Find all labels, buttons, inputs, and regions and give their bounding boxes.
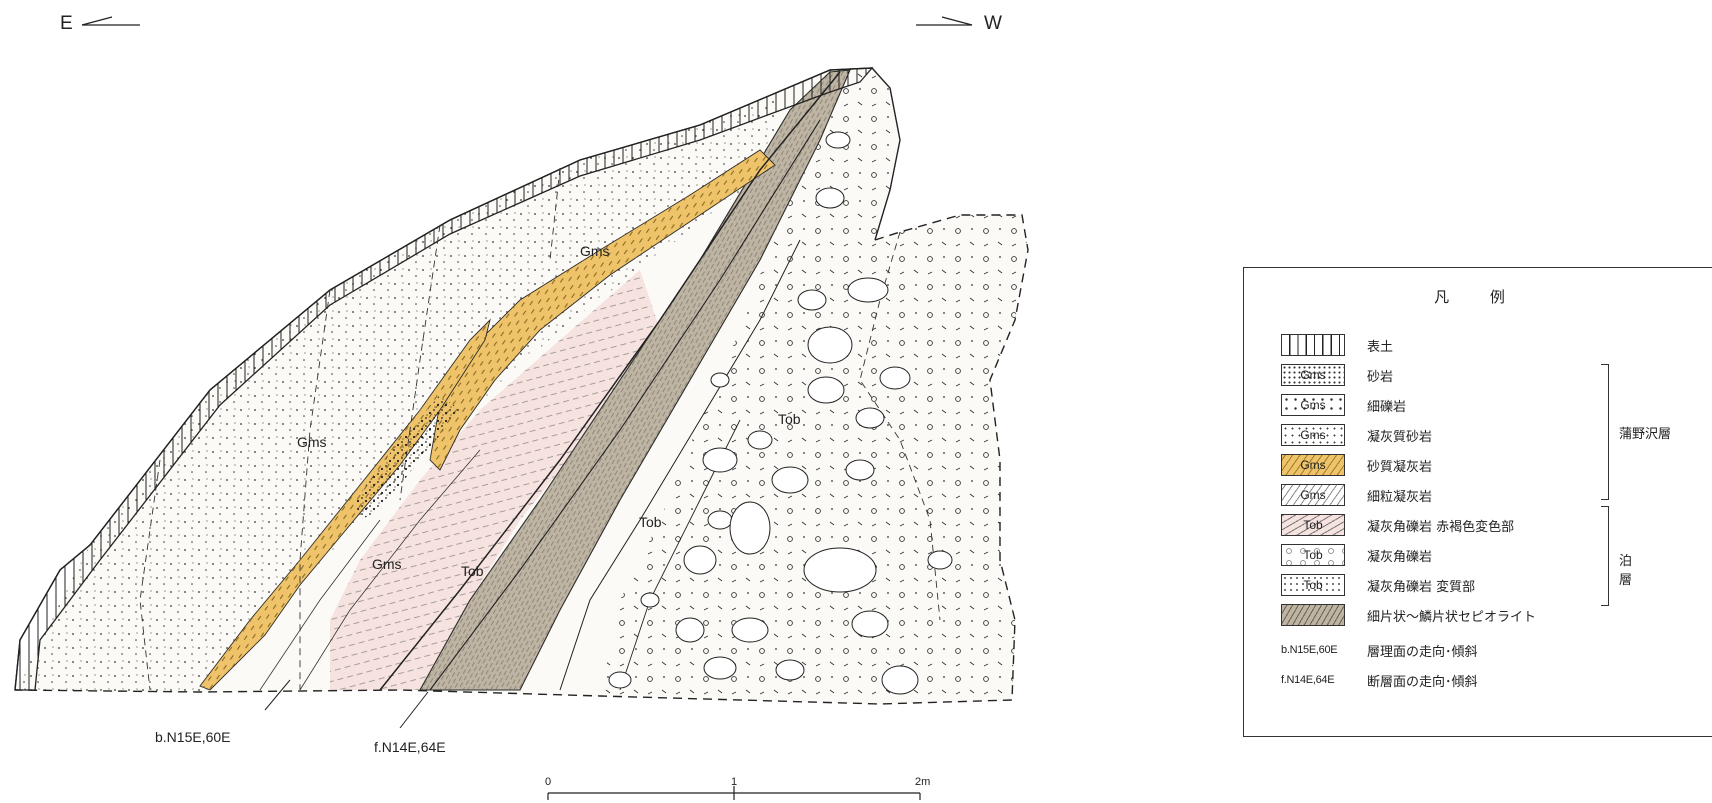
- scale-tick-1: 1: [731, 776, 738, 788]
- sandy-tuff-swatch: Gms: [1281, 454, 1345, 476]
- legend-item-tuff-breccia-reddish: Tob 凝灰角礫岩 赤褐色変色部: [1281, 513, 1514, 537]
- legend-item-fine-tuff: Gms 細粒凝灰岩: [1281, 483, 1432, 507]
- sandstone-swatch: Gms: [1281, 364, 1345, 386]
- gms-sandstone-zone: [15, 95, 780, 692]
- legend-item-tuffaceous-sandstone: Gms 凝灰質砂岩: [1281, 423, 1432, 447]
- group-bracket-kamanosawa: [1601, 364, 1609, 500]
- fine-conglomerate-swatch: Gms: [1281, 394, 1345, 416]
- legend-label: 凝灰角礫岩 赤褐色変色部: [1367, 519, 1515, 535]
- legend-label: 凝灰角礫岩: [1367, 549, 1433, 565]
- sepiolite-swatch: [1281, 604, 1345, 626]
- legend-label: 断層面の走向･傾斜: [1367, 674, 1478, 690]
- fine-tuff-swatch: Gms: [1281, 484, 1345, 506]
- group-bracket-tomari: [1601, 506, 1609, 606]
- tob-label-2: Tob: [639, 514, 662, 530]
- legend-item-sepiolite: 細片状～鱗片状セピオライト: [1281, 603, 1536, 627]
- scale-tick-2: 2m: [915, 776, 931, 788]
- legend-label: 凝灰質砂岩: [1367, 429, 1433, 445]
- legend-item-topsoil: 表土: [1281, 333, 1393, 357]
- legend-item-fault: f.N14E,64E 断層面の走向･傾斜: [1281, 668, 1478, 692]
- legend-title: 凡 例: [1434, 288, 1523, 306]
- legend-label: 細片状～鱗片状セピオライト: [1367, 609, 1537, 625]
- legend-label: 表土: [1367, 339, 1394, 355]
- reddish-altered-zone: [330, 270, 660, 690]
- legend-item-bedding: b.N15E,60E 層理面の走向･傾斜: [1281, 638, 1478, 662]
- bedding-annotation: b.N15E,60E: [155, 729, 231, 745]
- legend-item-tuff-breccia: Tob 凝灰角礫岩: [1281, 543, 1432, 567]
- gms-label-1: Gms: [297, 434, 327, 450]
- topsoil-swatch: [1281, 334, 1345, 356]
- group-label-tomari: 泊 層: [1619, 554, 1659, 588]
- tob-label-3: Tob: [778, 411, 801, 427]
- west-label: W: [984, 13, 1002, 34]
- bedding-code: b.N15E,60E: [1281, 644, 1338, 656]
- legend-box: 凡 例 表土 Gms 砂岩 Gms 細礫岩 Gms 凝灰質砂岩 Gms 砂質凝灰…: [1243, 267, 1712, 737]
- gms-label-3: Gms: [580, 243, 610, 259]
- outcrop-boundary: [14, 214, 1029, 705]
- legend-label: 細礫岩: [1367, 399, 1407, 415]
- tob-label-1: Tob: [461, 563, 484, 579]
- scale-tick-0: 0: [545, 776, 552, 788]
- fault-line: [379, 71, 841, 691]
- legend-item-tuff-breccia-altered: Tob 凝灰角礫岩 変質部: [1281, 573, 1475, 597]
- legend-item-sandy-tuff: Gms 砂質凝灰岩: [1281, 453, 1432, 477]
- legend-label: 凝灰角礫岩 変質部: [1367, 579, 1476, 595]
- legend-label: 細粒凝灰岩: [1367, 489, 1433, 505]
- tuff-breccia-altered-swatch: Tob: [1281, 574, 1345, 596]
- legend-label: 砂岩: [1367, 369, 1394, 385]
- tuff-breccia-swatch: Tob: [1281, 544, 1345, 566]
- group-label-kamanosawa: 蒲野沢層: [1619, 427, 1672, 442]
- fault-code: f.N14E,64E: [1281, 674, 1335, 686]
- legend-item-sandstone: Gms 砂岩: [1281, 363, 1393, 387]
- gms-label-2: Gms: [372, 556, 402, 572]
- fault-annotation: f.N14E,64E: [374, 739, 446, 755]
- legend-label: 層理面の走向･傾斜: [1367, 644, 1478, 660]
- tuff-breccia-reddish-swatch: Tob: [1281, 514, 1345, 536]
- legend-label: 砂質凝灰岩: [1367, 459, 1433, 475]
- legend-item-fine-conglomerate: Gms 細礫岩: [1281, 393, 1406, 417]
- tuffaceous-sandstone-swatch: Gms: [1281, 424, 1345, 446]
- east-label: E: [60, 13, 73, 34]
